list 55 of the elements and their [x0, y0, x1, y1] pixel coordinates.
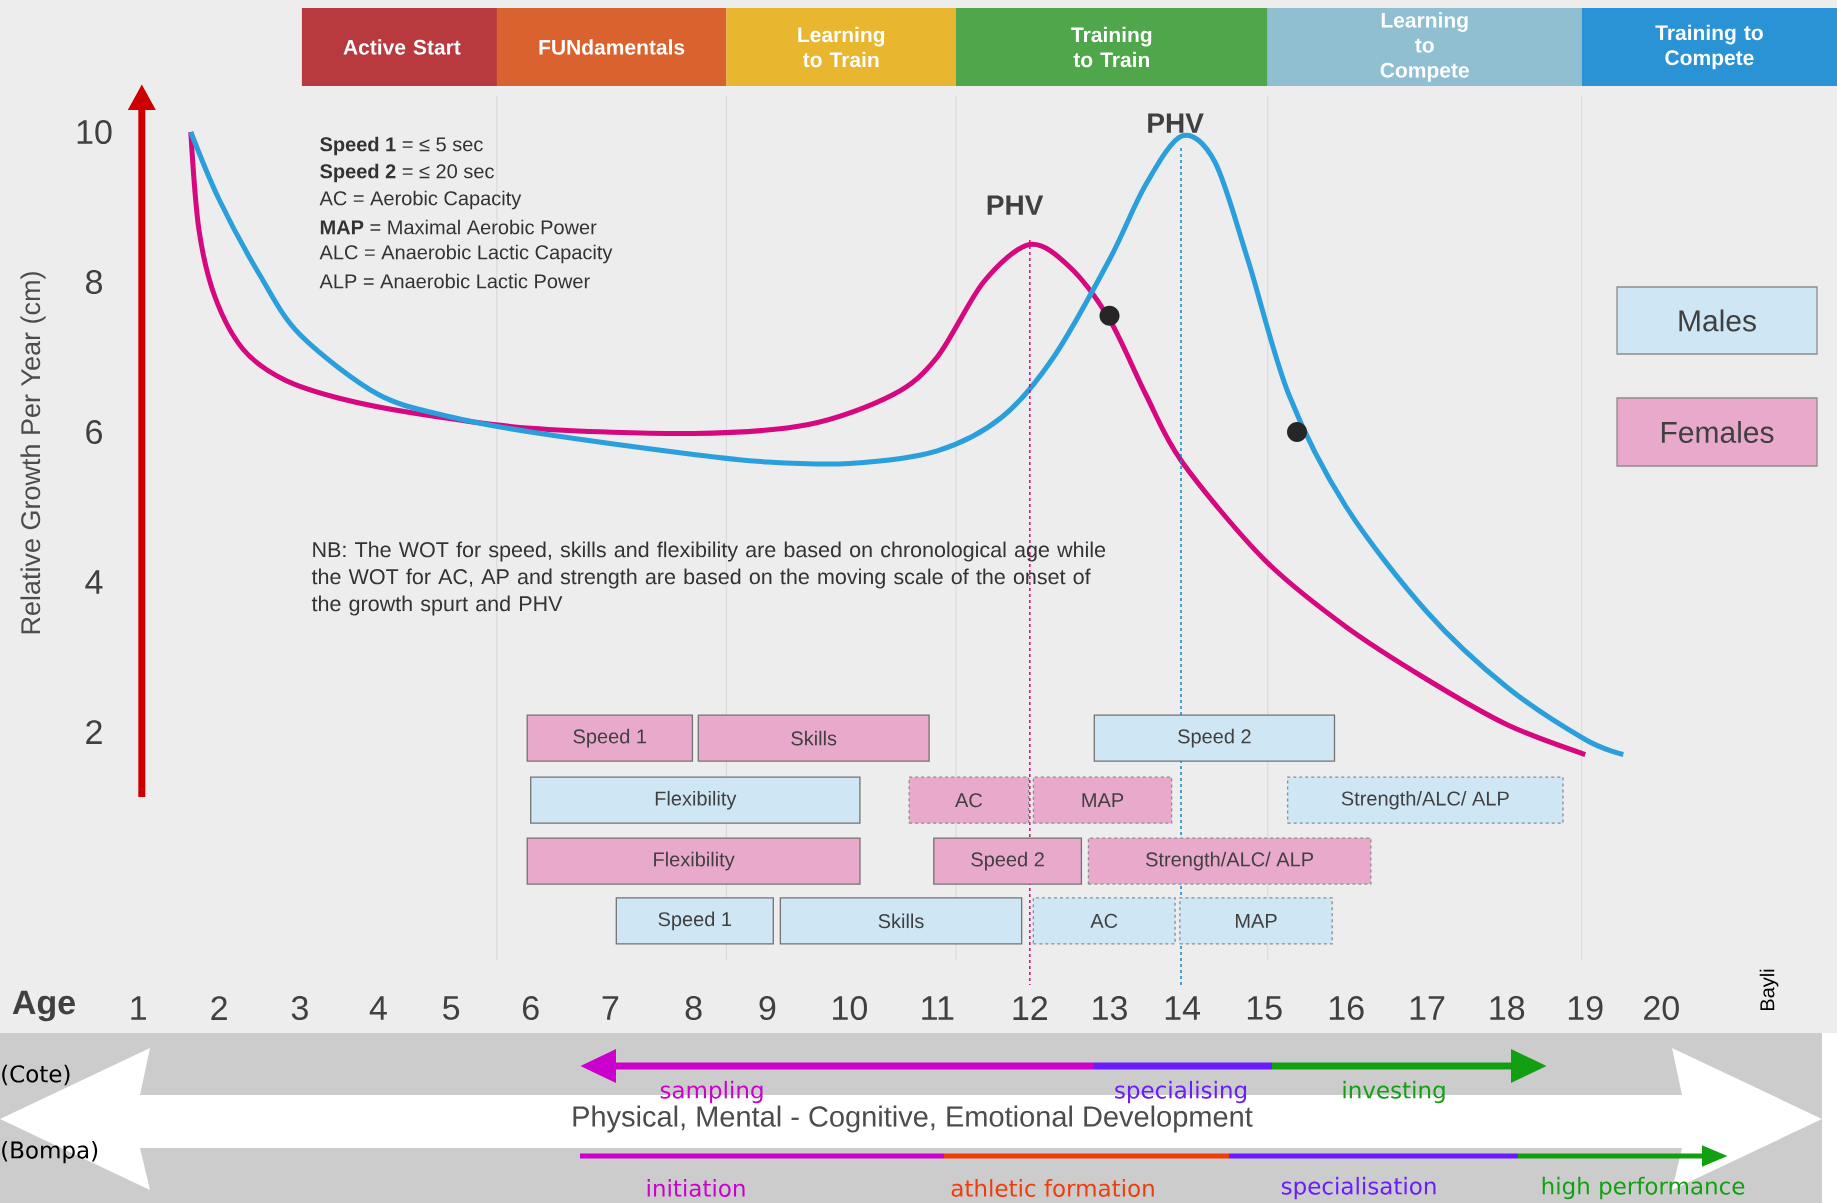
tick-label: 15: [1247, 996, 1282, 1020]
tick-label: 13: [1093, 995, 1127, 1021]
row-label: (Bompa): [2, 1140, 98, 1164]
window-bar: Speed 1: [615, 897, 774, 945]
window-bar: Flexibility: [530, 776, 861, 824]
tick-label: 9: [759, 995, 776, 1021]
tick-label: 17: [1410, 996, 1445, 1020]
row-label: (Cote): [2, 1064, 70, 1086]
abbreviation-key: Speed 1 = ≤ 5 sec: [320, 136, 483, 156]
window-bar: AC: [1032, 897, 1176, 945]
tick-label: 11: [922, 996, 954, 1020]
tick-label: 2: [86, 720, 102, 744]
stage-band: Active Start: [301, 8, 502, 86]
tick-label: 10: [77, 119, 112, 145]
window-bar: Flexibility: [526, 837, 861, 885]
phase-label: sampling: [660, 1080, 763, 1104]
stage-band: FUNdamentals: [496, 8, 727, 86]
tick-label: 8: [86, 269, 102, 295]
stage-band: Learning to Compete: [1267, 8, 1582, 86]
author-credit: Bayli: [1759, 969, 1779, 1011]
tick-label: 6: [523, 995, 539, 1021]
tick-label: 8: [685, 995, 702, 1021]
abbreviation-key: Speed 2 = ≤ 20 sec: [320, 163, 494, 183]
peak-label: PHV: [1148, 113, 1204, 133]
note: NB: The WOT for speed, skills and flexibility are based on chronological age while the WOT for AC, AP and strength are based on the moving scale of the onset of the growth spurt and PHV: [311, 541, 1106, 616]
stage-band: Training to Train: [956, 8, 1268, 86]
peak-label: PHV: [987, 195, 1044, 215]
window-bar: Strength/ALC/ ALP: [1087, 837, 1372, 885]
legend-item: Females: [1616, 397, 1818, 467]
tick-label: 16: [1329, 995, 1364, 1021]
window-bar: Speed 1: [526, 714, 694, 762]
tick-label: 7: [602, 996, 619, 1020]
abbreviation-key: ALP = Anaerobic Lactic Power: [319, 273, 590, 289]
window-bar: MAP: [1032, 776, 1173, 824]
window-bar: Skills: [779, 897, 1023, 945]
phase-label: investing: [1343, 1080, 1445, 1104]
stage-band: Learning to Train: [726, 8, 956, 86]
tick-label: 4: [85, 570, 103, 594]
window-bar: MAP: [1179, 897, 1333, 945]
stage-band: Training to Compete: [1581, 8, 1837, 86]
abbreviation-key: ALC = Anaerobic Lactic Capacity: [319, 244, 613, 264]
tick-label: 10: [833, 995, 867, 1021]
window-bar: Skills: [697, 714, 930, 762]
tick-label: 6: [86, 419, 102, 445]
abbreviation-key: AC = Aerobic Capacity: [319, 190, 522, 210]
tick-label: 14: [1165, 996, 1200, 1020]
window-bar: Speed 2: [1093, 714, 1336, 762]
tick-label: 12: [1013, 996, 1047, 1020]
axis-title: Relative Growth Per Year (cm): [20, 272, 46, 634]
window-bar: Strength/ALC/ ALP: [1287, 776, 1564, 824]
legend-item: Males: [1616, 286, 1818, 355]
abbreviation-key: MAP = Maximal Aerobic Power: [320, 219, 597, 235]
window-bar: Speed 2: [933, 837, 1083, 885]
window-bar: AC: [908, 776, 1030, 824]
phase-label: specialising: [1115, 1080, 1247, 1104]
